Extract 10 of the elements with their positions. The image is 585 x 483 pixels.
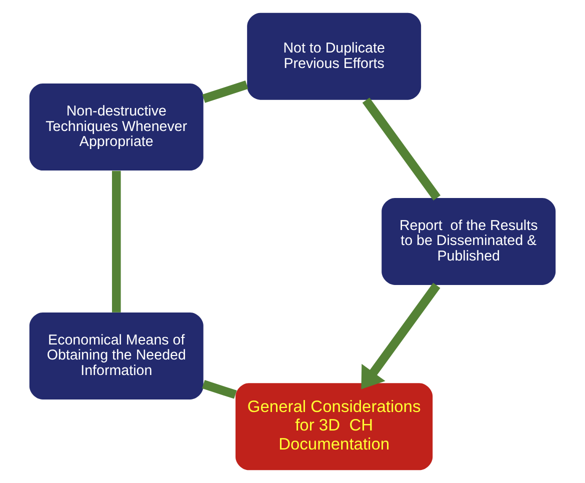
node-box: Non-destructive Techniques Whenever Appropriate: [29, 84, 204, 171]
node-box: General Considerations for 3D CH Documentation: [236, 383, 433, 470]
node-box: Report of the Results to be Disseminated & Published: [382, 198, 556, 285]
connector: [362, 98, 441, 201]
connector: [112, 170, 121, 312]
arrow: [361, 282, 440, 390]
node-box: Not to Duplicate Previous Efforts: [247, 12, 422, 100]
connector: [202, 380, 237, 399]
node-box: Economical Means of Obtaining the Needed Information: [29, 312, 204, 400]
connector: [202, 80, 248, 103]
